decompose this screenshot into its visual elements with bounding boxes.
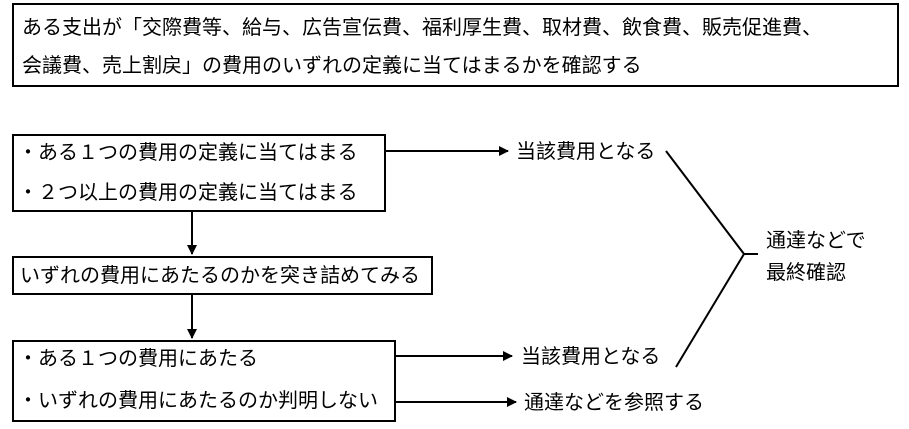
definitions-item-2: ・２つ以上の費用の定義に当てはまる <box>18 180 358 204</box>
result-item-2: ・いずれの費用にあたるのか判明しない <box>18 388 378 412</box>
final-check-line-1: 通達などで <box>766 228 866 252</box>
bracket-to-final-check <box>665 150 746 368</box>
outcome-middle: 当該費用となる <box>521 344 661 368</box>
investigate-text: いずれの費用にあたるのかを突き詰めてみる <box>20 263 420 287</box>
investigate-box: いずれの費用にあたるのかを突き詰めてみる <box>12 256 433 295</box>
definitions-box: ・ある１つの費用の定義に当てはまる ・２つ以上の費用の定義に当てはまる <box>12 134 386 212</box>
definitions-item-1: ・ある１つの費用の定義に当てはまる <box>18 140 358 164</box>
final-check-line-2: 最終確認 <box>766 260 846 284</box>
intro-box: ある支出が「交際費等、給与、広告宣伝費、福利厚生費、取材費、飲食費、販売促進費、… <box>12 3 899 87</box>
result-item-1: ・ある１つの費用にあたる <box>18 346 258 370</box>
intro-line-2: 会議費、売上割戻」の費用のいずれの定義に当てはまるかを確認する <box>22 53 642 77</box>
outcome-top: 当該費用となる <box>516 139 656 163</box>
intro-line-1: ある支出が「交際費等、給与、広告宣伝費、福利厚生費、取材費、飲食費、販売促進費、 <box>22 15 822 39</box>
outcome-bottom: 通達などを参照する <box>524 390 704 414</box>
result-box: ・ある１つの費用にあたる ・いずれの費用にあたるのか判明しない <box>12 340 396 422</box>
